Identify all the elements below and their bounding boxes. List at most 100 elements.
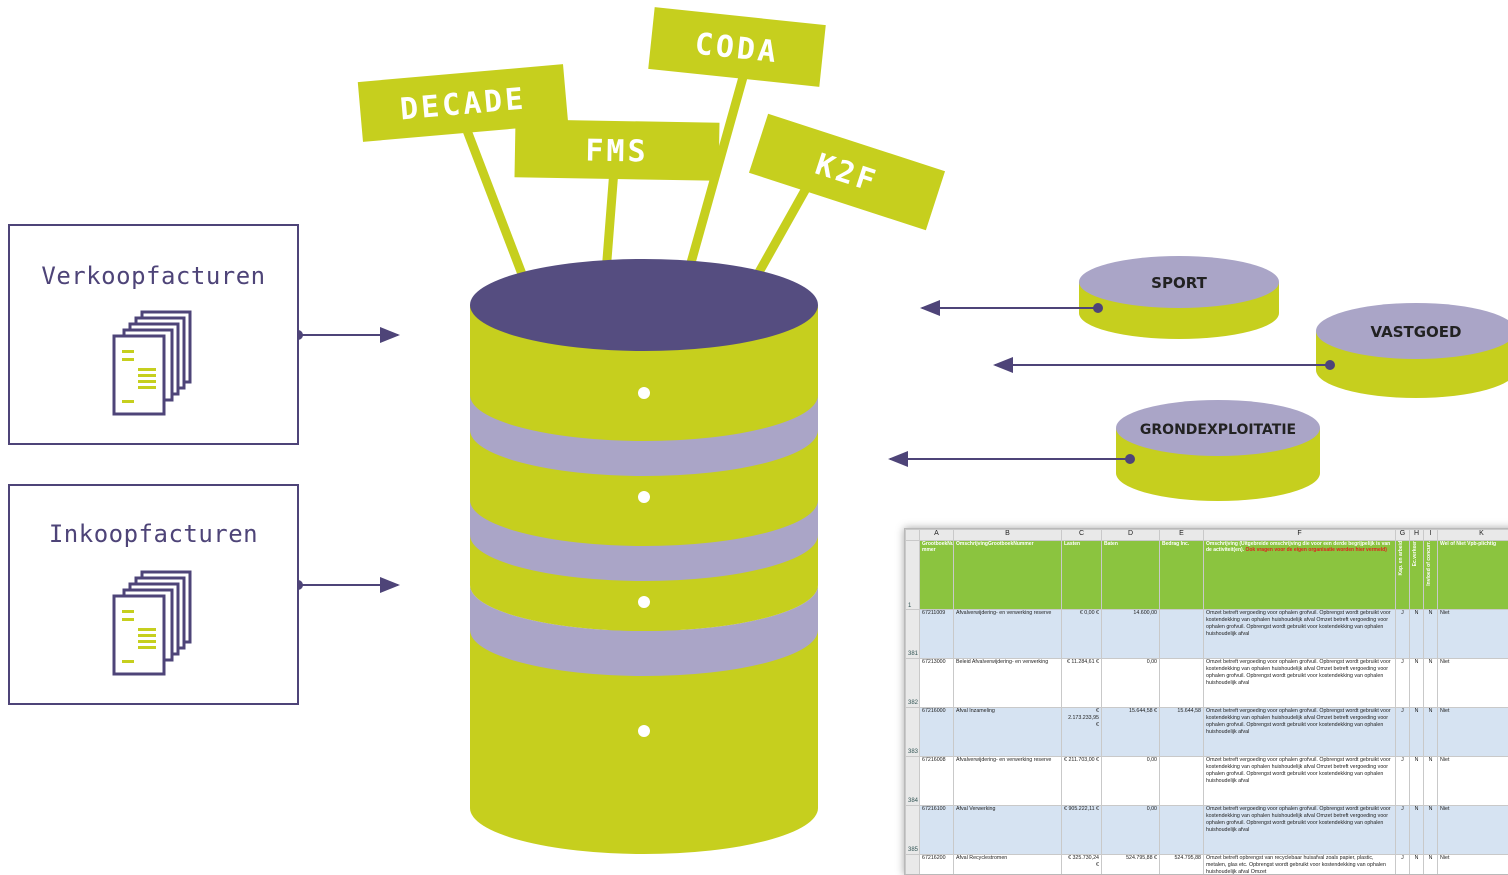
table-cell	[1160, 806, 1204, 855]
table-cell: J	[1396, 659, 1410, 708]
table-cell	[1160, 757, 1204, 806]
sign-label-fms: FMS	[585, 133, 649, 169]
table-cell: Niet	[1438, 806, 1508, 855]
table-cell: 15.644,58 €	[1102, 708, 1160, 757]
document-stack-icon	[110, 308, 200, 418]
table-cell: Beleid Afvalverwijdering- en verwerking	[954, 659, 1062, 708]
table-cell: N	[1424, 757, 1438, 806]
table-cell: € 325.730,24 €	[1062, 855, 1102, 875]
col-letter: K	[1438, 530, 1508, 541]
col-letter: F	[1204, 530, 1396, 541]
table-cell	[1160, 610, 1204, 659]
col-letter: A	[920, 530, 954, 541]
table-cell: N	[1424, 659, 1438, 708]
table-cell: 67216000	[920, 708, 954, 757]
header-cell-description: Omschrijving (Uitgebreide omschrijving d…	[1204, 541, 1396, 610]
header-text: Kap. en arbeid	[1398, 541, 1404, 575]
table-cell: 0,00	[1102, 659, 1160, 708]
table-cell: N	[1410, 757, 1424, 806]
table-cell: N	[1424, 610, 1438, 659]
header-text: Invloed of concurr.	[1426, 541, 1432, 586]
header-cell: GrootboekNu mmer	[920, 541, 954, 610]
table-cell: 524.795,88 €	[1102, 855, 1160, 875]
table-cell: Omzet betreft vergoeding voor ophalen gr…	[1204, 659, 1396, 708]
table-cell: Omzet betreft vergoeding voor ophalen gr…	[1204, 806, 1396, 855]
table-cell: J	[1396, 806, 1410, 855]
sign-k2f: K2F	[749, 114, 945, 230]
table-cell: Afval Inzameling	[954, 708, 1062, 757]
spreadsheet-excerpt: A B C D E F G H I K 1 GrootboekNu mmer O…	[904, 528, 1508, 875]
sign-coda: CODA	[648, 7, 826, 87]
col-letter: H	[1410, 530, 1424, 541]
table-cell: N	[1410, 708, 1424, 757]
spreadsheet-table: A B C D E F G H I K 1 GrootboekNu mmer O…	[905, 529, 1508, 875]
col-letter: E	[1160, 530, 1204, 541]
table-cell: J	[1396, 855, 1410, 875]
col-letter: B	[954, 530, 1062, 541]
table-cell: Niet	[1438, 757, 1508, 806]
disc-grondexploitatie: GRONDEXPLOITATIE	[1116, 400, 1320, 501]
table-cell: N	[1410, 610, 1424, 659]
col-letter: D	[1102, 530, 1160, 541]
table-cell: € 905.222,11 €	[1062, 806, 1102, 855]
sign-fms: FMS	[515, 119, 720, 181]
header-text: Ec.verkeer	[1412, 541, 1418, 566]
row-number: 381	[906, 610, 920, 659]
box-title-verkoopfacturen: Verkoopfacturen	[10, 262, 297, 290]
header-cell: OmschrijvingGrootboekNummer	[954, 541, 1062, 610]
table-cell: 67216100	[920, 806, 954, 855]
db-dot-3	[638, 596, 650, 608]
table-cell: 67216008	[920, 757, 954, 806]
table-cell: Omzet betreft opbrengst van recyclebaar …	[1204, 855, 1396, 875]
disc-sport: SPORT	[1079, 256, 1279, 339]
table-cell: N	[1424, 708, 1438, 757]
header-red-note: Ook vragen voor de eigen organisatie wor…	[1245, 547, 1386, 553]
header-cell: Bedrag Inc.	[1160, 541, 1204, 610]
table-cell: 524.795,88	[1160, 855, 1204, 875]
table-cell: 67213000	[920, 659, 954, 708]
row-number: 385	[906, 806, 920, 855]
table-cell	[1160, 659, 1204, 708]
header-cell-vertical: Invloed of concurr.	[1424, 541, 1438, 610]
table-cell: J	[1396, 757, 1410, 806]
table-cell: Niet	[1438, 708, 1508, 757]
table-cell: € 2.173.233,95 €	[1062, 708, 1102, 757]
header-cell: Lasten	[1062, 541, 1102, 610]
table-cell: 0,00	[1102, 757, 1160, 806]
table-cell: € 11.284,61 €	[1062, 659, 1102, 708]
disc-label-grondexploitatie: GRONDEXPLOITATIE	[1140, 422, 1296, 438]
database-cylinder	[470, 259, 818, 854]
table-cell: Afval Verwerking	[954, 806, 1062, 855]
table-cell: 15.644,58	[1160, 708, 1204, 757]
box-inkoopfacturen: Inkoopfacturen	[8, 484, 299, 705]
table-cell: N	[1424, 806, 1438, 855]
table-cell: Afval Recyclestromen	[954, 855, 1062, 875]
header-cell: Wel of Niet Vpb-plichtig	[1438, 541, 1508, 610]
table-cell: Niet	[1438, 659, 1508, 708]
table-cell: € 211.703,00 €	[1062, 757, 1102, 806]
table-cell: J	[1396, 708, 1410, 757]
header-cell-vertical: Ec.verkeer	[1410, 541, 1424, 610]
table-cell: Afvalverwijdering- en verwerking reserve	[954, 757, 1062, 806]
disc-label-sport: SPORT	[1151, 274, 1207, 292]
col-letter: I	[1424, 530, 1438, 541]
table-cell: 14.600,00	[1102, 610, 1160, 659]
table-cell: Niet	[1438, 855, 1508, 875]
row-number: 382	[906, 659, 920, 708]
row-number: 383	[906, 708, 920, 757]
header-cell-vertical: Kap. en arbeid	[1396, 541, 1410, 610]
table-cell: N	[1410, 659, 1424, 708]
table-cell: Afvalverwijdering- en verwerking reserve	[954, 610, 1062, 659]
col-letter: C	[1062, 530, 1102, 541]
table-cell: Omzet betreft vergoeding voor ophalen gr…	[1204, 757, 1396, 806]
table-cell: Omzet betreft vergoeding voor ophalen gr…	[1204, 708, 1396, 757]
db-dot-2	[638, 491, 650, 503]
disc-label-vastgoed: VASTGOED	[1371, 323, 1462, 341]
table-cell: N	[1424, 855, 1438, 875]
box-verkoopfacturen: Verkoopfacturen	[8, 224, 299, 445]
table-cell: 0,00	[1102, 806, 1160, 855]
